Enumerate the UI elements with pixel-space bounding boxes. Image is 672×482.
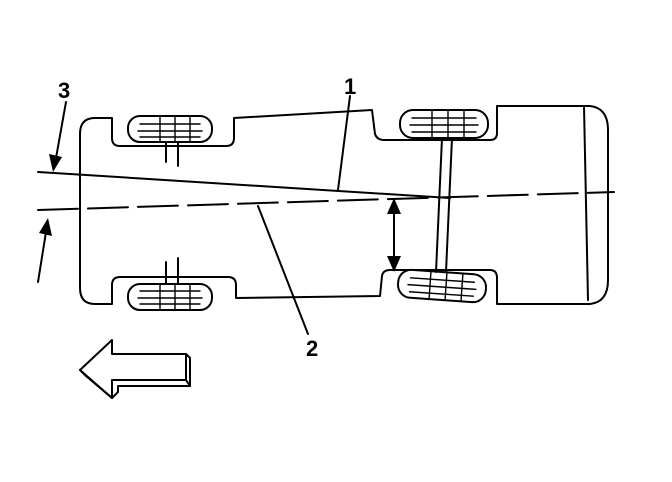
geometric-centerline [37, 191, 615, 211]
front-left-spindle [165, 141, 179, 167]
rear-left-wheel [399, 109, 489, 139]
rear-panel-line [583, 105, 589, 301]
callout-label-2: 2 [306, 336, 318, 361]
rear-right-wheel [397, 268, 487, 304]
front-left-wheel [127, 115, 213, 143]
callout-label-1: 1 [344, 74, 356, 99]
front-right-wheel [127, 283, 213, 311]
vehicle-body [79, 105, 609, 305]
callout-3-arrows [37, 101, 67, 283]
callout-2-leader [257, 205, 309, 335]
callout-1-leader [337, 95, 351, 191]
thrust-line [37, 171, 451, 199]
offset-double-arrow [387, 198, 401, 272]
rear-axle [435, 137, 453, 273]
front-right-spindle [165, 257, 179, 285]
direction-of-travel-arrow [79, 339, 191, 399]
callout-label-3: 3 [58, 78, 70, 103]
